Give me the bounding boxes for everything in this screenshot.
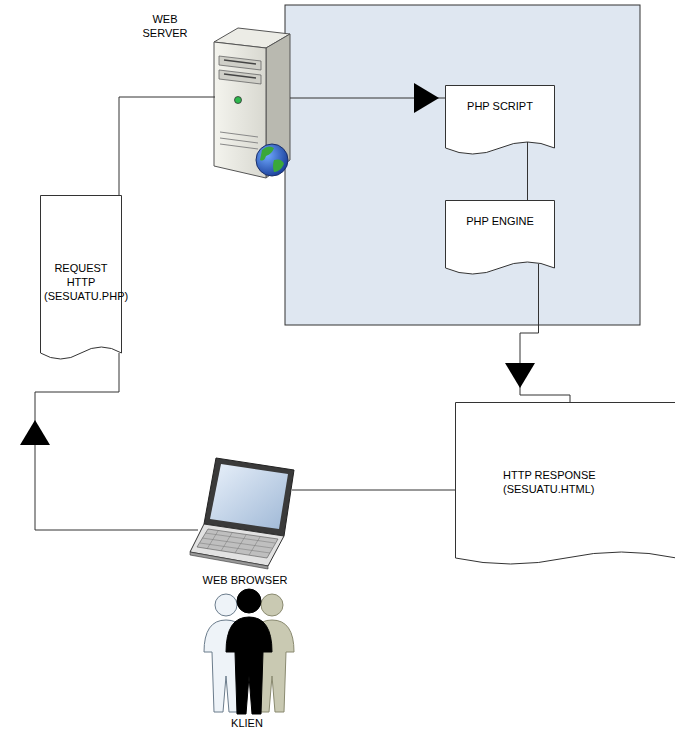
connector (527, 142, 528, 200)
connector-line (119, 97, 215, 195)
document-shape (456, 403, 675, 565)
connector-line (527, 142, 528, 200)
document-shape (41, 196, 122, 360)
node-label: PHP ENGINE (453, 214, 547, 228)
connector-line (520, 264, 570, 402)
arrow-head (20, 420, 50, 445)
document-shape (446, 86, 555, 155)
node-label: WEB BROWSER (185, 573, 305, 587)
browser-node: WEB BROWSER (190, 455, 300, 568)
connector (292, 490, 455, 491)
connector-line (292, 490, 455, 491)
server-icon (214, 28, 290, 178)
arrow-head (414, 83, 439, 113)
document-box: PHP ENGINE (445, 200, 555, 280)
document-shape (446, 201, 555, 275)
connector (505, 264, 570, 402)
laptop-icon (190, 458, 294, 569)
connector-line (35, 353, 198, 530)
document-box: REQUEST HTTP (SESUATU.PHP) (40, 195, 122, 365)
node-label: HTTP RESPONSE (SESUATU.HTML) (503, 468, 628, 496)
client-node: KLIEN (197, 590, 297, 714)
node-label: REQUEST HTTP (SESUATU.PHP) (44, 261, 118, 303)
document-box: PHP SCRIPT (445, 85, 555, 160)
region-panel (285, 5, 640, 325)
people-icon (204, 589, 294, 714)
node-label: WEB SERVER (135, 12, 195, 40)
document-outline (445, 85, 555, 160)
server-node: WEB SERVER (210, 28, 290, 180)
connector (119, 97, 215, 195)
node-label: PHP SCRIPT (453, 99, 547, 113)
document-box: HTTP RESPONSE (SESUATU.HTML) (455, 402, 675, 570)
connector (20, 353, 198, 530)
document-outline (445, 200, 555, 280)
connector (290, 83, 445, 113)
node-label: KLIEN (197, 716, 297, 730)
arrow-head (505, 363, 535, 388)
